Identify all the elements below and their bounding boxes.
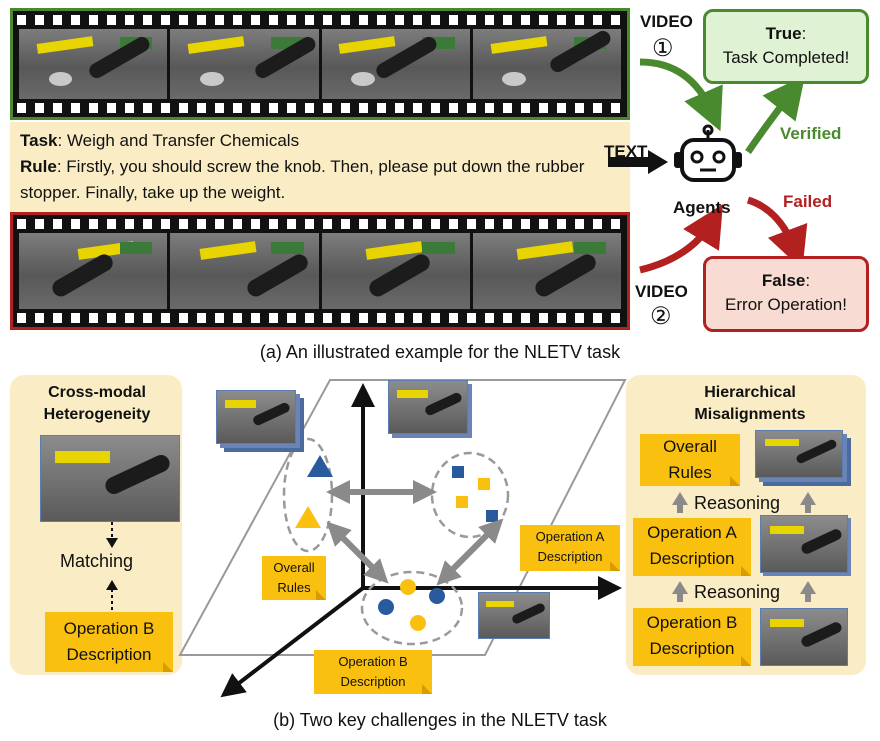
rule-key: Rule bbox=[20, 157, 57, 176]
video1-label: VIDEO bbox=[640, 12, 693, 31]
video-frame bbox=[170, 29, 319, 99]
video-frame bbox=[472, 233, 621, 309]
video2-label: VIDEO bbox=[635, 282, 688, 301]
matching-label: Matching bbox=[60, 551, 134, 571]
right-op-a-note: Operation A Description bbox=[633, 518, 751, 576]
video2-number: ② bbox=[650, 303, 672, 330]
op-b-note: Operation B Description bbox=[314, 650, 432, 694]
right-overall-note: Overall Rules bbox=[640, 434, 740, 486]
overall-rules-note: Overall Rules bbox=[262, 556, 326, 600]
task-value: : Weigh and Transfer Chemicals bbox=[57, 131, 300, 150]
op-b-thumbnail bbox=[478, 592, 550, 639]
failed-label: Failed bbox=[783, 192, 833, 211]
overall-thumbnail-stack bbox=[216, 390, 296, 444]
false-body: Error Operation! bbox=[725, 295, 847, 314]
rule-value: : Firstly, you should screw the knob. Th… bbox=[20, 157, 585, 202]
video-frame bbox=[19, 29, 168, 99]
false-title: False bbox=[761, 271, 806, 290]
right-op-a-thumbnail bbox=[760, 515, 848, 573]
top-arrows bbox=[608, 58, 808, 274]
video-frame bbox=[321, 233, 470, 309]
video1-number: ① bbox=[652, 35, 674, 62]
reasoning-label-1: Reasoning bbox=[694, 493, 781, 513]
video-frame bbox=[321, 29, 470, 99]
right-op-b-thumbnail bbox=[760, 608, 848, 666]
right-overall-thumbnails bbox=[755, 430, 843, 478]
agents-label: Agents bbox=[673, 198, 731, 217]
left-dotted-arrows bbox=[106, 522, 118, 610]
op-a-note: Operation A Description bbox=[520, 525, 620, 571]
verified-label: Verified bbox=[780, 124, 842, 143]
task-rule-text: Task: Weigh and Transfer Chemicals Rule:… bbox=[10, 122, 630, 212]
right-panel-title: Hierarchical Misalignments bbox=[694, 384, 806, 423]
video-frame bbox=[472, 29, 621, 99]
video-frame bbox=[19, 233, 168, 309]
true-title: True bbox=[765, 24, 802, 43]
caption-b: (b) Two key challenges in the NLETV task bbox=[273, 710, 607, 730]
reasoning-label-2: Reasoning bbox=[694, 582, 781, 602]
op-a-thumbnail-stack bbox=[388, 380, 468, 434]
false-result-box: False: Error Operation! bbox=[703, 256, 869, 332]
left-op-b-note: Operation B Description bbox=[45, 612, 173, 672]
caption-a: (a) An illustrated example for the NLETV… bbox=[259, 342, 621, 362]
true-colon: : bbox=[801, 24, 807, 43]
robot-agent-icon bbox=[668, 124, 748, 194]
video-strip-2 bbox=[10, 212, 630, 330]
right-op-b-note: Operation B Description bbox=[633, 608, 751, 666]
text-label: TEXT bbox=[604, 142, 648, 161]
left-panel-title: Cross-modal Heterogeneity bbox=[43, 384, 151, 423]
task-key: Task bbox=[20, 131, 58, 150]
video-strip-1 bbox=[10, 8, 630, 120]
false-colon: : bbox=[805, 271, 811, 290]
true-result-box: True: Task Completed! bbox=[703, 9, 869, 84]
left-panel-thumbnail bbox=[40, 435, 180, 522]
video-frame bbox=[170, 233, 319, 309]
true-body: Task Completed! bbox=[722, 48, 850, 67]
